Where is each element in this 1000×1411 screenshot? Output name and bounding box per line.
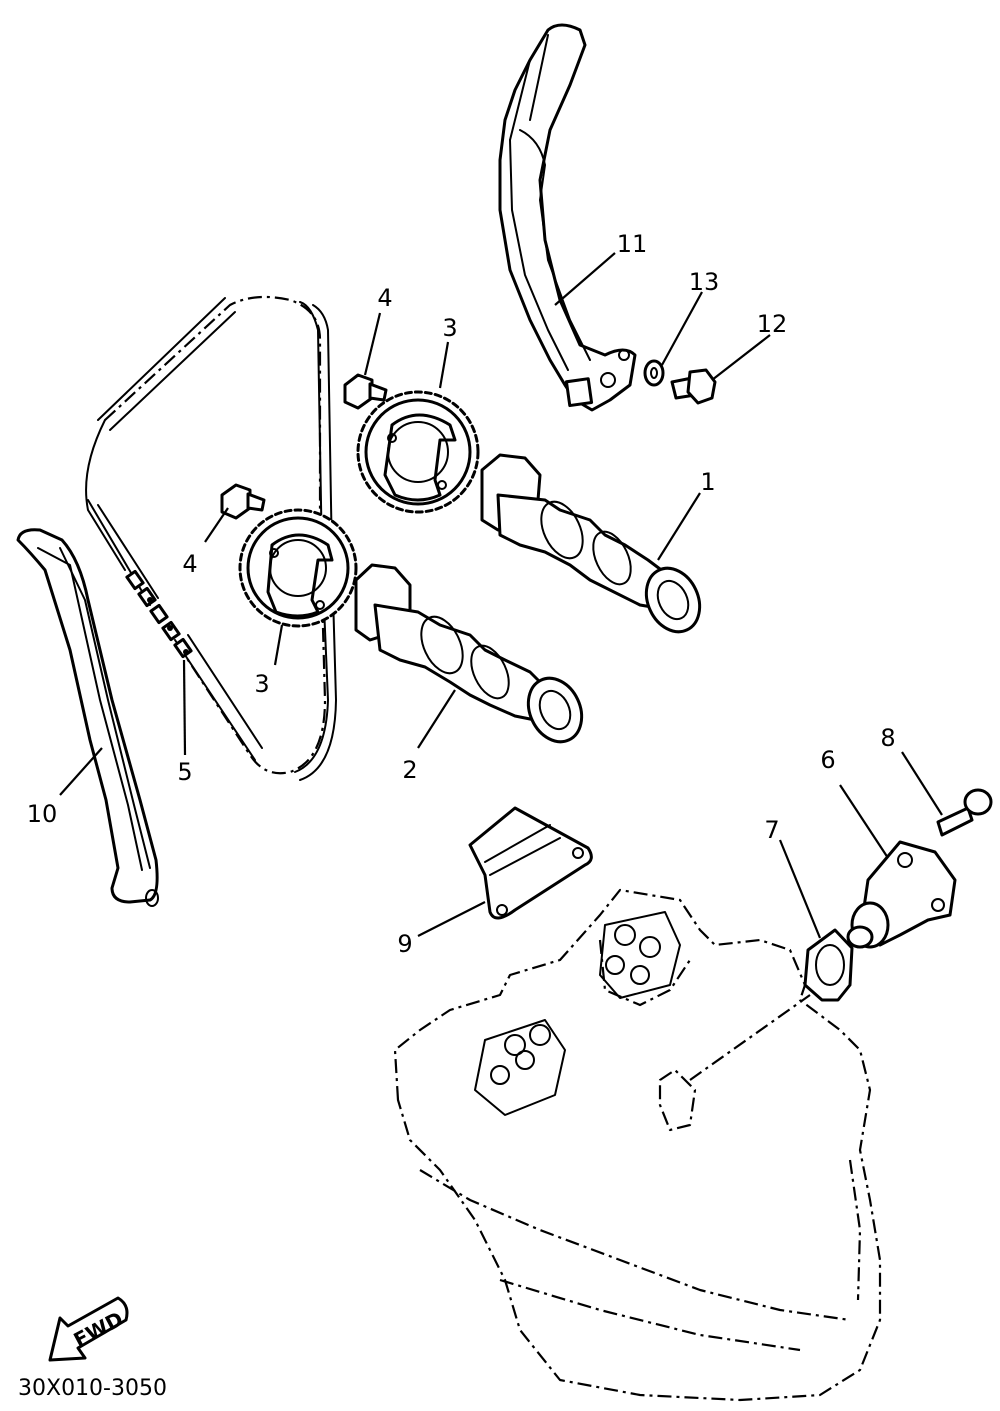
callout-11: 11 bbox=[617, 230, 648, 258]
callout-10: 10 bbox=[27, 800, 58, 828]
cam-sprocket-lower bbox=[238, 508, 358, 628]
cam-sprocket-upper bbox=[356, 390, 480, 514]
diagram-code: 30X010-3050 bbox=[18, 1376, 167, 1401]
guide-stopper bbox=[468, 806, 593, 920]
washer bbox=[643, 359, 665, 387]
callout-2: 2 bbox=[402, 756, 417, 784]
callout-3-lower: 3 bbox=[254, 670, 269, 698]
chain-guide-11 bbox=[498, 23, 637, 412]
callout-6: 6 bbox=[820, 746, 835, 774]
callout-8: 8 bbox=[880, 724, 895, 752]
callout-5: 5 bbox=[177, 758, 192, 786]
chain-guide-10 bbox=[16, 528, 159, 907]
gasket bbox=[803, 928, 854, 1002]
tensioner-bolt bbox=[936, 788, 993, 837]
callout-7: 7 bbox=[764, 816, 779, 844]
camshaft-exhaust bbox=[354, 563, 584, 744]
callout-1: 1 bbox=[700, 468, 715, 496]
callout-4-lower: 4 bbox=[182, 550, 197, 578]
callout-13: 13 bbox=[689, 268, 720, 296]
callout-4-upper: 4 bbox=[377, 284, 392, 312]
bolt-upper bbox=[343, 373, 388, 410]
callout-9: 9 bbox=[397, 930, 412, 958]
callout-3-upper: 3 bbox=[442, 314, 457, 342]
rocker-arm-upper bbox=[599, 911, 681, 999]
leader-lines bbox=[59, 252, 943, 939]
rocker-arm-lower bbox=[474, 1019, 566, 1116]
timing-chain bbox=[85, 295, 337, 781]
bolt-lower bbox=[220, 483, 266, 520]
chain-links bbox=[125, 569, 193, 659]
camshaft-intake bbox=[480, 453, 702, 634]
callout-12: 12 bbox=[757, 310, 788, 338]
callout-labels: 1 2 3 3 4 4 5 6 7 8 9 10 11 12 13 bbox=[27, 230, 896, 958]
cylinder-head bbox=[393, 888, 882, 1402]
chain-tensioner bbox=[846, 840, 957, 949]
guide-bolt bbox=[670, 368, 717, 405]
forward-direction-arrow: FWD bbox=[48, 1296, 129, 1362]
